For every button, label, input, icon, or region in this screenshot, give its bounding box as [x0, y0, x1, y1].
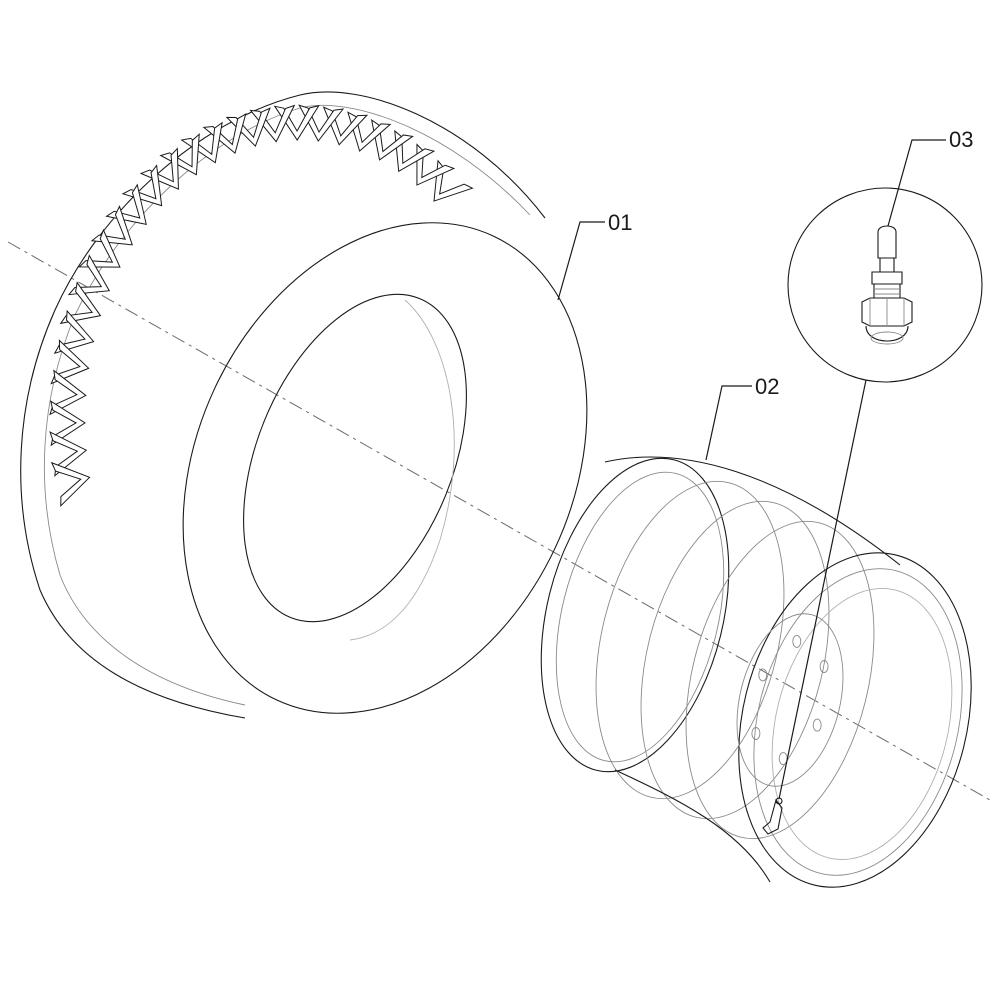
valve-detail-circle: [787, 187, 983, 383]
tire-bead-opening: [243, 293, 467, 623]
tire-tread-lugs: [49, 104, 474, 508]
tread-lug: [322, 106, 369, 146]
leader-valve-to-rim: [778, 379, 867, 800]
label-03: 03: [949, 127, 973, 152]
rim-front-flange-outer: [738, 552, 972, 888]
tread-lug: [347, 111, 392, 152]
tread-lug: [90, 205, 133, 246]
center-axis: [7, 241, 991, 801]
tread-lug: [59, 281, 102, 325]
rim-back-flange-inner: [555, 471, 725, 763]
tire-bead-inner-hidden: [349, 299, 455, 641]
rim-bolt-holes: [751, 634, 829, 766]
rim-valve-stem: [762, 797, 783, 835]
label-02: 02: [755, 374, 779, 399]
rim-barrel-bottom: [614, 769, 771, 883]
leader-01: [557, 221, 605, 301]
tread-lug: [180, 121, 223, 164]
rim-barrel-ring-2: [640, 500, 830, 820]
rim-back-flange-outer: [540, 457, 730, 773]
callout-02: 02: [705, 374, 779, 461]
tread-lug: [78, 228, 121, 268]
rim-barrel-ring-1: [595, 480, 785, 800]
tread-lug: [433, 159, 474, 202]
valve-stem-detail: [861, 225, 913, 345]
bolt-hole: [751, 727, 761, 740]
label-01: 01: [608, 210, 632, 235]
tire-part: [20, 91, 588, 719]
tread-lug: [67, 254, 111, 296]
callout-01: 01: [557, 210, 632, 301]
bolt-hole: [819, 660, 829, 673]
rim-barrel-ring-3: [685, 520, 875, 840]
tread-lug: [50, 461, 91, 508]
callout-03: 03: [778, 127, 973, 800]
bolt-hole: [812, 718, 822, 732]
leader-03: [887, 139, 946, 227]
rim-part: [540, 456, 972, 888]
rim-front-flange-inner: [753, 568, 963, 876]
tire-outer-silhouette: [20, 91, 546, 719]
tread-lug: [225, 107, 271, 147]
bolt-hole: [758, 668, 768, 682]
tire-tread-inner-edge: [43, 104, 531, 706]
tread-lug: [139, 147, 179, 190]
tread-lug: [202, 112, 247, 154]
bolt-hole: [792, 634, 802, 648]
leader-02: [705, 385, 752, 461]
valve-detail-callout: [787, 187, 983, 383]
rim-barrel-top: [604, 456, 901, 566]
rim-inner-well: [771, 588, 953, 860]
tread-lug: [159, 133, 200, 176]
tire-sidewall-outer: [182, 222, 588, 714]
rim-center-disc: [736, 613, 844, 787]
tread-lug: [121, 164, 163, 207]
